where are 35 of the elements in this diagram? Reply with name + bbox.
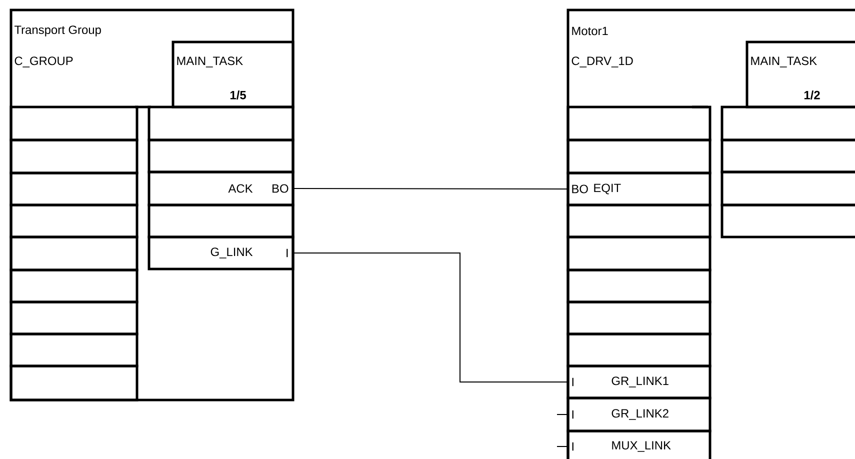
task-box: MAIN_TASK 1/5 (172, 40, 294, 108)
empty-cell (566, 300, 712, 336)
empty-cell (720, 204, 855, 238)
empty-cell (10, 364, 138, 402)
empty-cell (148, 106, 294, 142)
task-box: MAIN_TASK 1/2 (746, 40, 855, 108)
empty-cell (10, 300, 138, 336)
pin-cell: I MUX_LINK (566, 430, 712, 459)
empty-cell (566, 268, 712, 304)
empty-cell (10, 172, 138, 206)
pin-cell: G_LINK I (148, 236, 294, 270)
empty-cell (720, 106, 855, 142)
connection-line (556, 414, 568, 415)
empty-cell (10, 332, 138, 368)
empty-cell (10, 106, 138, 142)
empty-cell (10, 204, 138, 238)
pin-cell: BO EQIT (566, 172, 712, 206)
pin-cell: I GR_LINK2 (566, 396, 712, 432)
empty-cell (148, 204, 294, 238)
empty-cell (566, 332, 712, 368)
pin-cell: ACK BO (148, 170, 294, 206)
empty-cell (10, 268, 138, 304)
connection-line (292, 252, 568, 382)
empty-cell (148, 138, 294, 174)
empty-cell (566, 204, 712, 238)
empty-cell (566, 236, 712, 272)
empty-cell (566, 106, 712, 142)
empty-cell (720, 170, 855, 206)
connection-line (292, 188, 568, 190)
empty-cell (10, 138, 138, 174)
empty-cell (566, 138, 712, 174)
empty-cell (720, 138, 855, 174)
connection-line (556, 446, 568, 447)
empty-cell (10, 236, 138, 272)
pin-cell: I GR_LINK1 (566, 364, 712, 400)
